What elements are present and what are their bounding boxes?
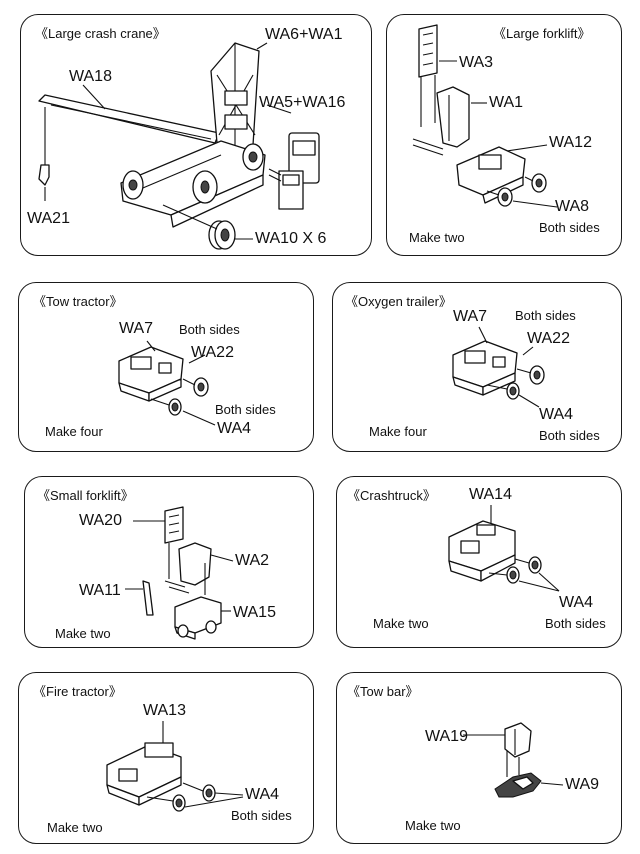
- label-wa4: WA4: [217, 420, 252, 437]
- crashtruck-illustration: [337, 477, 623, 649]
- label-wa4: WA4: [559, 594, 594, 611]
- label-wa4: WA4: [245, 786, 280, 803]
- panel-small-forklift: 《Small forklift》 WA20 WA2 WA11 WA15 Make…: [24, 476, 314, 648]
- label-wa11: WA11: [79, 582, 121, 599]
- note-make-four: Make four: [369, 424, 427, 439]
- panel-large-forklift: 《Large forklift》 WA3 WA1 WA12 WA8 Both: [386, 14, 622, 256]
- panel-title: 《Tow bar》: [347, 684, 419, 699]
- note-make-two: Make two: [373, 616, 429, 631]
- panel-title: 《Tow tractor》: [33, 294, 123, 309]
- panel-title: 《Crashtruck》: [347, 488, 436, 503]
- label-wa19: WA19: [425, 728, 468, 745]
- note-make-two: Make two: [409, 230, 465, 245]
- label-wa6-wa1: WA6+WA1: [265, 26, 343, 43]
- label-wa21: WA21: [27, 210, 70, 227]
- label-wa3: WA3: [459, 54, 494, 71]
- label-wa1: WA1: [489, 94, 524, 111]
- label-wa20: WA20: [79, 512, 122, 529]
- note-make-two: Make two: [47, 820, 103, 835]
- label-wa12: WA12: [549, 134, 592, 151]
- panel-large-crash-crane: 《Large crash crane》: [20, 14, 372, 256]
- note-both-sides-top: Both sides: [179, 322, 240, 337]
- tow-tractor-illustration: [19, 283, 315, 453]
- label-wa10: WA10 X 6: [255, 230, 327, 247]
- crane-illustration: [21, 15, 373, 257]
- panel-fire-tractor: 《Fire tractor》 WA13 WA4 Both sides Make …: [18, 672, 314, 844]
- note-both-sides-bottom: Both sides: [539, 428, 600, 443]
- panel-tow-tractor: 《Tow tractor》 WA7 Both sides WA22 Both s…: [18, 282, 314, 452]
- label-wa14: WA14: [469, 486, 512, 503]
- note-both-sides-bottom: Both sides: [215, 402, 276, 417]
- large-forklift-illustration: [387, 15, 623, 257]
- tow-bar-illustration: [337, 673, 623, 845]
- label-wa7: WA7: [119, 320, 154, 337]
- panel-title: 《Large forklift》: [493, 26, 591, 41]
- label-wa9: WA9: [565, 776, 600, 793]
- panel-title: 《Oxygen trailer》: [345, 294, 452, 309]
- panel-title: 《Large crash crane》: [35, 26, 166, 41]
- note-both-sides-top: Both sides: [515, 308, 576, 323]
- label-wa15: WA15: [233, 604, 276, 621]
- fire-tractor-illustration: [19, 673, 315, 845]
- note-both-sides: Both sides: [231, 808, 292, 823]
- note-make-two: Make two: [405, 818, 461, 833]
- small-forklift-illustration: [25, 477, 315, 649]
- label-wa8: WA8: [555, 198, 590, 215]
- label-wa2: WA2: [235, 552, 270, 569]
- panel-oxygen-trailer: 《Oxygen trailer》 WA7 Both sides WA22 WA4…: [332, 282, 622, 452]
- label-wa22: WA22: [527, 330, 570, 347]
- note-make-two: Make two: [55, 626, 111, 641]
- label-wa22: WA22: [191, 344, 234, 361]
- note-make-four: Make four: [45, 424, 103, 439]
- panel-crashtruck: 《Crashtruck》 WA14 WA4 Both sides Make tw…: [336, 476, 622, 648]
- label-wa13: WA13: [143, 702, 186, 719]
- panel-title: 《Small forklift》: [37, 488, 134, 503]
- note-both-sides: Both sides: [539, 220, 600, 235]
- label-wa4: WA4: [539, 406, 574, 423]
- label-wa5-wa16: WA5+WA16: [259, 94, 346, 111]
- label-wa18: WA18: [69, 68, 112, 85]
- note-both-sides: Both sides: [545, 616, 606, 631]
- panel-tow-bar: 《Tow bar》 WA19 WA9 Make two: [336, 672, 622, 844]
- label-wa7: WA7: [453, 308, 488, 325]
- oxygen-trailer-illustration: [333, 283, 623, 453]
- panel-title: 《Fire tractor》: [33, 684, 122, 699]
